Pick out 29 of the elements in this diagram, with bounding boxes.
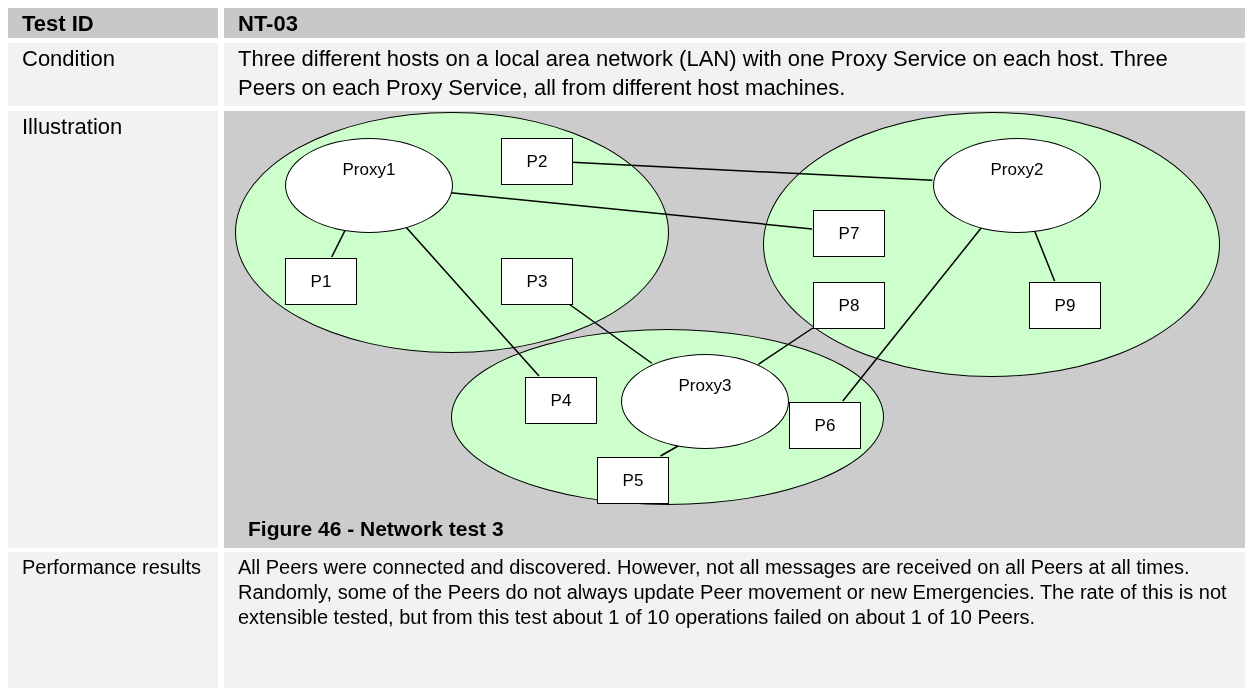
peer-box: P6 — [789, 402, 861, 449]
connector-line — [1033, 230, 1056, 282]
table-cell: All Peers were connected and discovered. However, not all messages are received on all Peers at all times. Randomly, some of the Peers do not always update Peer movement or new Emergencies. The rate of this is not extensible tested, but from this test about 1 of 10 operations failed on about 1 of 10 Peers. — [224, 552, 1245, 688]
connector-line — [659, 445, 680, 457]
proxy-ellipse: Proxy3 — [621, 354, 789, 449]
table-cell: Illustration — [8, 111, 218, 548]
peer-box: P1 — [285, 258, 357, 305]
figure-caption: Figure 46 - Network test 3 — [248, 516, 504, 542]
table-cell: Condition — [8, 43, 218, 106]
peer-box: P5 — [597, 457, 669, 504]
peer-box: P4 — [525, 377, 597, 424]
table-cell: NT-03 — [224, 8, 1245, 38]
table-cell: Three different hosts on a local area network (LAN) with one Proxy Service on each host. Three Peers on each Proxy Service, all from different host machines. — [224, 43, 1245, 106]
table-cell: Test ID — [8, 8, 218, 38]
proxy-ellipse: Proxy1 — [285, 138, 453, 233]
connector-line — [331, 229, 346, 258]
peer-box: P9 — [1029, 282, 1101, 329]
connector-line — [405, 226, 540, 377]
connector-line — [757, 327, 814, 366]
peer-box: P2 — [501, 138, 573, 185]
peer-box: P7 — [813, 210, 885, 257]
connector-line — [449, 192, 813, 230]
connector-line — [842, 227, 983, 402]
connector-line — [571, 161, 934, 182]
peer-box: P3 — [501, 258, 573, 305]
connector-line — [568, 303, 653, 364]
proxy-ellipse: Proxy2 — [933, 138, 1101, 233]
table-cell: Performance results — [8, 552, 218, 688]
peer-box: P8 — [813, 282, 885, 329]
